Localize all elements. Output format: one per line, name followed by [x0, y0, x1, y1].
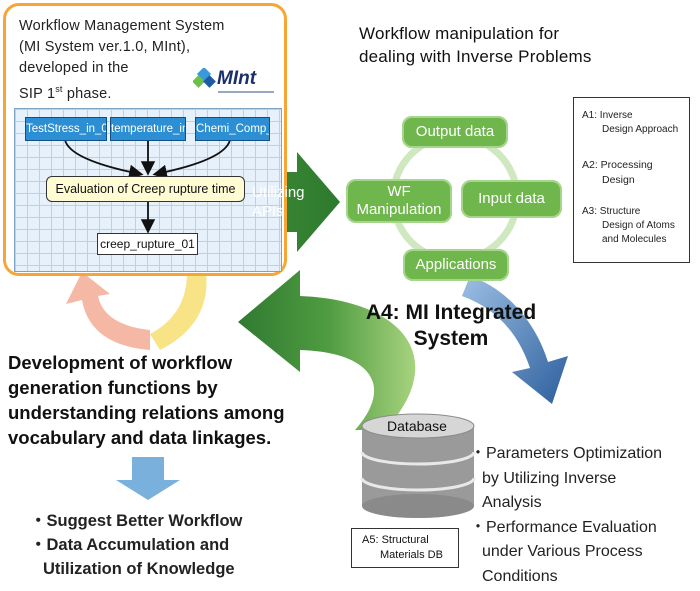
workflow-input-temperature[interactable]: temperature_in_01	[110, 117, 186, 141]
legend-a3: A3: Structure Design of Atoms and Molecu…	[582, 206, 675, 245]
workflow-output-creep-rupture[interactable]: creep_rupture_01	[97, 233, 198, 255]
bullet-utilization: Utilization of Knowledge	[43, 560, 235, 578]
blue-arrow	[462, 276, 568, 404]
legend-box: A1: Inverse Design Approach A2: Processi…	[573, 97, 690, 263]
database-label: Database	[387, 418, 447, 434]
legend-a1: A1: Inverse Design Approach	[582, 110, 679, 135]
bullet-text-line: Conditions	[482, 567, 558, 585]
bullet-parameters-optimization: ・Parameters Optimization	[470, 445, 663, 462]
right-bullet-list: ・Parameters Optimization by Utilizing In…	[470, 442, 662, 589]
bullet-text-line: by Utilizing Inverse	[482, 469, 617, 487]
mint-logo: MInt	[193, 62, 279, 98]
a5-box: A5: Structural Materials DB	[351, 528, 459, 568]
workflow-connectors	[64, 139, 231, 234]
wms-title-line1: Workflow Management System	[19, 18, 225, 34]
workflow-input-teststress[interactable]: TestStress_in_01	[25, 117, 107, 141]
database-cylinder	[360, 413, 476, 518]
workflow-process-creep-evaluation[interactable]: Evaluation of Creep rupture time	[46, 176, 245, 202]
legend-a2: A2: Processing Design	[582, 159, 653, 186]
node-wf-manipulation[interactable]: WF Manipulation	[346, 179, 452, 223]
bullet-text-line: under Various Process	[482, 543, 643, 560]
workflow-input-chemi-comp[interactable]: Chemi_Comp_01	[195, 117, 270, 141]
bullet-suggest-workflow: ・Suggest Better Workflow	[30, 512, 243, 530]
node-output-data[interactable]: Output data	[402, 116, 508, 148]
mint-logo-underline	[218, 91, 274, 93]
mint-logo-text: MInt	[217, 68, 257, 89]
bullet-performance-evaluation: ・Performance Evaluation	[470, 518, 657, 536]
development-text: Development of workflow generation funct…	[8, 352, 285, 448]
wms-title-line4: SIP 1st phase.	[19, 84, 112, 102]
big-green-arrow	[238, 270, 416, 430]
left-bullet-list: ・Suggest Better Workflow ・Data Accumulat…	[30, 509, 242, 581]
mint-logo-icon	[193, 68, 216, 88]
node-applications[interactable]: Applications	[403, 249, 509, 281]
bullet-text-line: Analysis	[482, 494, 542, 511]
utilizing-apis-label: Utilizing APIs	[252, 184, 305, 220]
wms-title-line3: developed in the	[19, 60, 129, 76]
node-input-data[interactable]: Input data	[461, 180, 562, 218]
manipulation-title: Workflow manipulation for dealing with I…	[359, 24, 592, 66]
bullet-data-accumulation: ・Data Accumulation and	[30, 536, 230, 554]
a4-title: A4: MI Integrated System	[365, 301, 537, 350]
wms-title-line2: (MI System ver.1.0, MInt),	[19, 39, 191, 55]
down-arrow	[116, 457, 180, 500]
cycle-arrow-orange	[66, 272, 150, 350]
